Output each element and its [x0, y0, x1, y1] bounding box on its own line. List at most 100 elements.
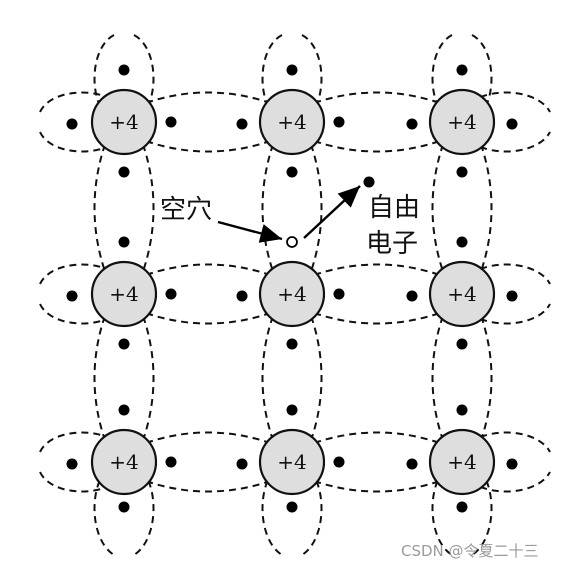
electron-dot — [286, 404, 298, 416]
bond-line — [261, 293, 283, 463]
hole-arrow — [217, 220, 283, 243]
silicon-atom — [258, 88, 326, 156]
electron-dot — [236, 290, 248, 302]
bond-line — [461, 471, 551, 493]
electron-dot — [456, 64, 468, 76]
bond-line — [461, 431, 551, 453]
electron-dot — [456, 338, 468, 350]
bond-line — [133, 461, 155, 556]
bond-line — [461, 131, 551, 153]
silicon-atom — [428, 260, 496, 328]
electron-dot — [333, 116, 345, 128]
bond-line — [461, 91, 551, 113]
electron-dot — [286, 338, 298, 350]
atom-charge-label: +4 — [109, 450, 138, 474]
electron-dot — [506, 290, 518, 302]
electron-dot — [236, 458, 248, 470]
electron-dot — [456, 166, 468, 178]
silicon-atom — [428, 88, 496, 156]
electron-dot — [118, 64, 130, 76]
electron-dot — [66, 290, 78, 302]
atom-charge-label: +4 — [277, 450, 306, 474]
bond-line — [291, 131, 463, 153]
electron-dot — [456, 501, 468, 513]
bond-line — [431, 121, 453, 295]
bond-line — [133, 121, 155, 295]
electron-dot — [333, 288, 345, 300]
electron-dot — [118, 166, 130, 178]
bond-line — [123, 431, 293, 453]
silicon-atom — [90, 260, 158, 328]
electron-dot — [118, 338, 130, 350]
electron-dot — [286, 501, 298, 513]
hole-marker — [286, 236, 298, 248]
electron-dot — [456, 236, 468, 248]
electron-dot — [118, 404, 130, 416]
electron-dot — [406, 290, 418, 302]
bond-line — [301, 461, 323, 556]
bond-line — [301, 293, 323, 463]
electron-dot — [236, 118, 248, 130]
atom-charge-label: +4 — [277, 282, 306, 306]
atom-charge-label: +4 — [109, 110, 138, 134]
electron-dot — [66, 458, 78, 470]
bond-line — [471, 121, 493, 295]
electron-dot — [456, 404, 468, 416]
bond-line — [471, 293, 493, 463]
bond-line — [461, 303, 551, 325]
bond-line — [123, 131, 293, 153]
bond-line — [431, 461, 453, 556]
bond-line — [291, 91, 463, 113]
bond-line — [261, 461, 283, 556]
free-electron-arrow — [303, 185, 361, 239]
electron-dot — [165, 456, 177, 468]
bond-line — [93, 293, 115, 463]
silicon-atom — [428, 428, 496, 496]
electron-dot — [118, 501, 130, 513]
electron-dot — [406, 118, 418, 130]
bond-line — [291, 263, 463, 285]
bond-line — [431, 293, 453, 463]
atom-charge-label: +4 — [109, 282, 138, 306]
valence-electrons — [66, 64, 518, 513]
free-electron-dot — [363, 176, 375, 188]
bond-line — [93, 461, 115, 556]
bond-line — [301, 121, 323, 295]
atoms: +4 +4 +4 +4 +4 +4 +4 +4 +4 — [90, 88, 496, 496]
bond-line — [461, 263, 551, 285]
bond-line — [93, 121, 115, 295]
bond-line — [123, 263, 293, 285]
electron-dot — [286, 166, 298, 178]
silicon-atom — [258, 260, 326, 328]
bond-line — [261, 121, 283, 295]
free-electron-label-line2: 电子 — [366, 229, 418, 259]
electron-dot — [506, 118, 518, 130]
electron-dot — [506, 458, 518, 470]
bond-line — [123, 471, 293, 493]
bond-line — [471, 461, 493, 556]
silicon-atom — [90, 428, 158, 496]
bond-line — [133, 293, 155, 463]
free-electron-label-line1: 自由 — [368, 193, 420, 223]
silicon-atom — [258, 428, 326, 496]
bond-line — [291, 303, 463, 325]
bond-line — [123, 303, 293, 325]
electron-dot — [406, 458, 418, 470]
electron-dot — [66, 118, 78, 130]
watermark: CSDN @令夏二十三 — [401, 542, 539, 560]
atom-charge-label: +4 — [447, 110, 476, 134]
hole-label: 空穴 — [160, 195, 212, 225]
electron-dot — [165, 116, 177, 128]
electron-dot — [118, 236, 130, 248]
silicon-atom — [90, 88, 158, 156]
bond-line — [123, 91, 293, 113]
atom-charge-label: +4 — [447, 450, 476, 474]
electron-dot — [286, 64, 298, 76]
electron-dot — [165, 288, 177, 300]
bond-line — [291, 471, 463, 493]
bond-line — [291, 431, 463, 453]
atom-charge-label: +4 — [447, 282, 476, 306]
electron-dot — [333, 456, 345, 468]
atom-charge-label: +4 — [277, 110, 306, 134]
